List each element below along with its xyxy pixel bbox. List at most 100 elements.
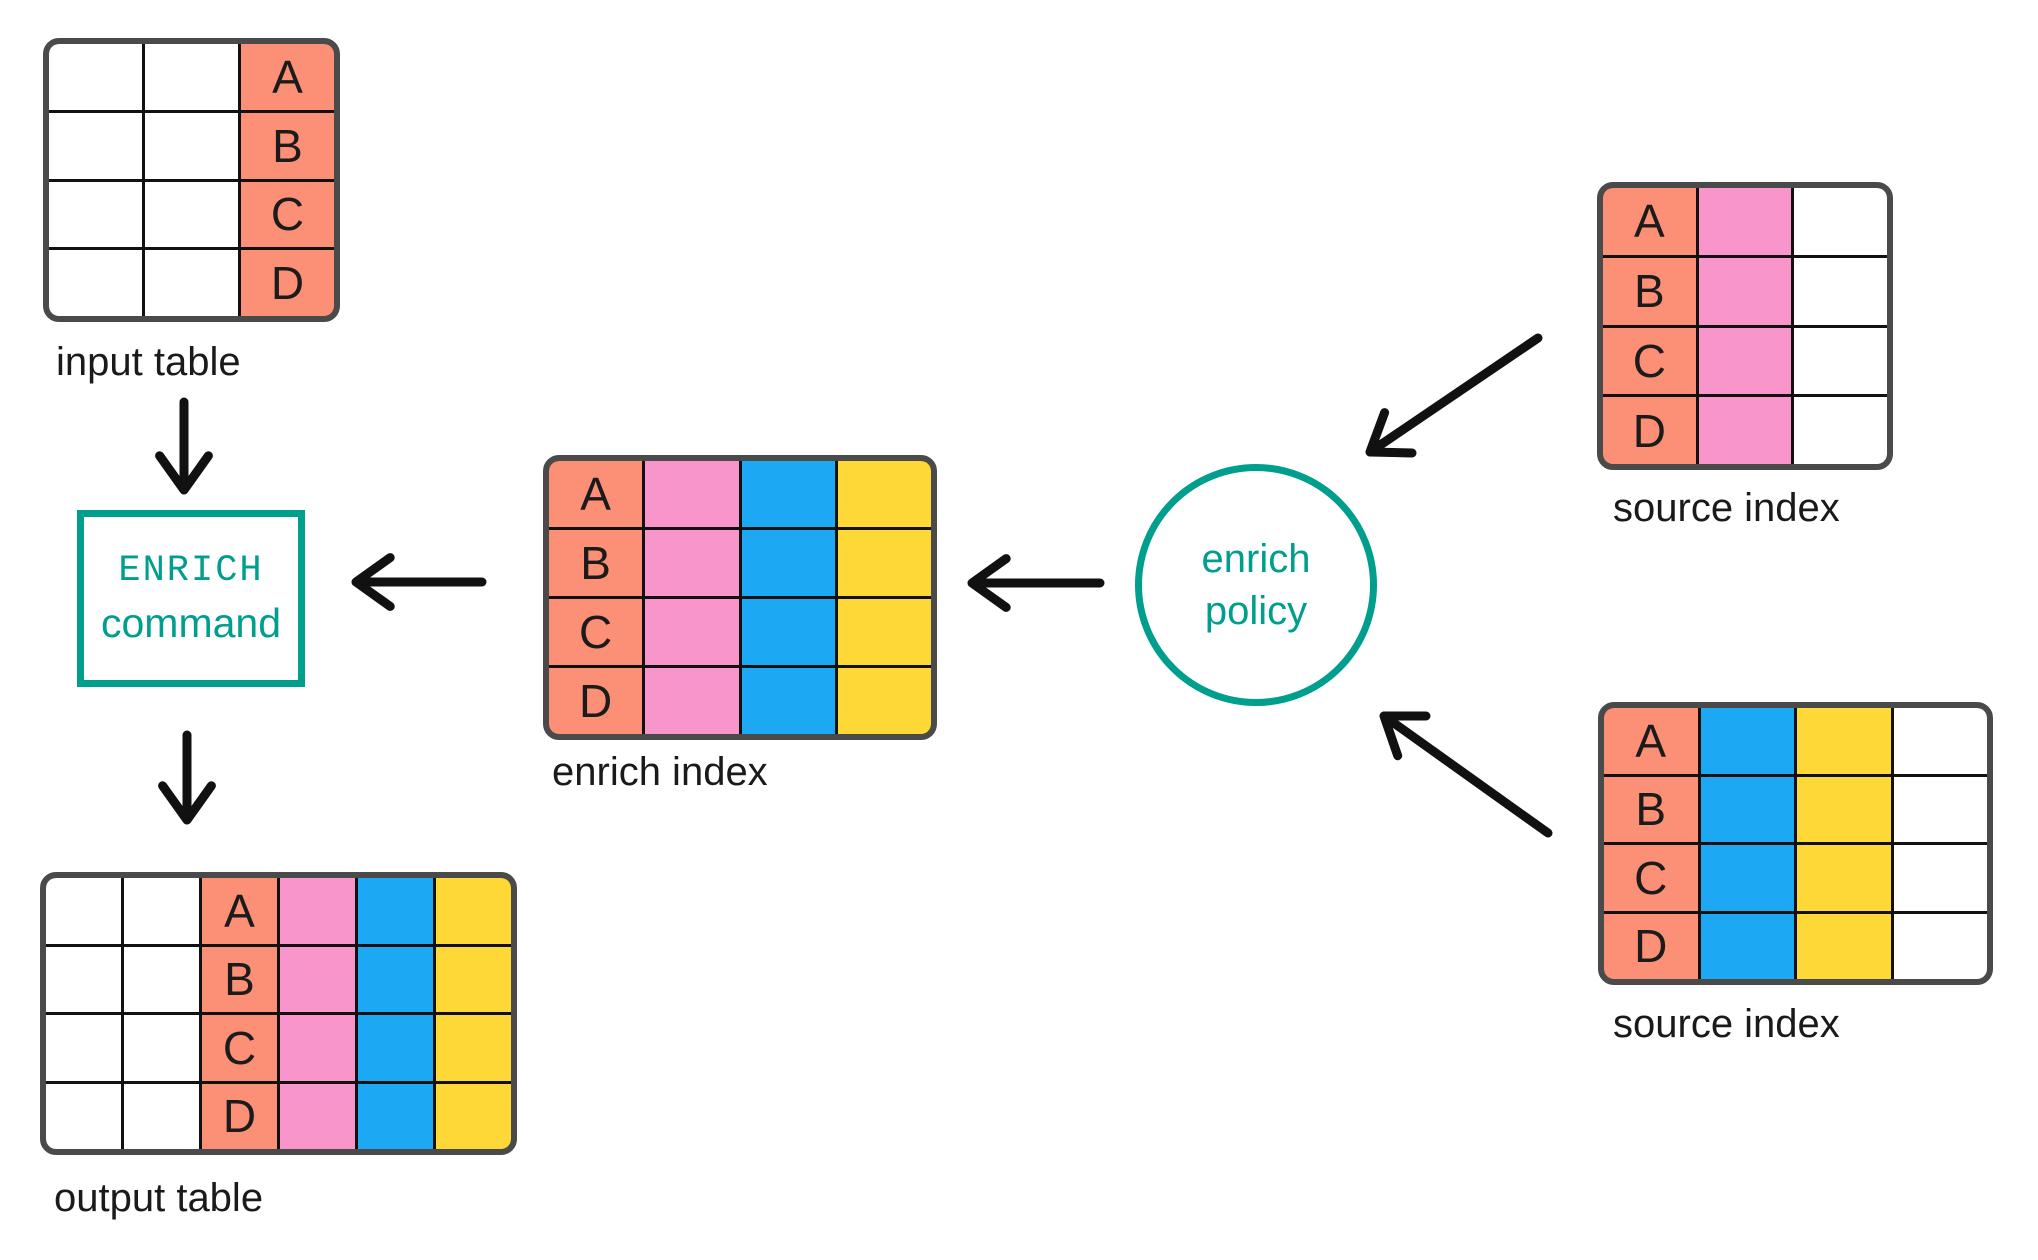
table-cell: [645, 530, 739, 596]
table-cell: [46, 1083, 121, 1149]
table-cell: [280, 1015, 355, 1081]
table-cell: [436, 878, 511, 944]
table-cell: [358, 1083, 433, 1149]
table-cell: [1797, 776, 1891, 842]
table-cell: [645, 461, 739, 527]
table-cell: [124, 878, 199, 944]
table-cell: [49, 112, 142, 179]
table-cell: A: [241, 44, 334, 110]
table-cell: B: [241, 112, 334, 179]
table-cell: [741, 461, 835, 527]
table-cell: D: [1604, 913, 1698, 979]
table-cell: [436, 946, 511, 1012]
table-cell: A: [1603, 188, 1696, 255]
table-cell: [1893, 776, 1987, 842]
table-cell: [741, 668, 835, 734]
table-cell: B: [1604, 776, 1698, 842]
table-cell: [1893, 845, 1987, 911]
arrow-source-index-bottom-to-enrich-policy: [1379, 711, 1553, 838]
table-cell: C: [241, 181, 334, 248]
table-cell: D: [1603, 397, 1696, 464]
table-cell: [741, 530, 835, 596]
source-index-top-label: source index: [1613, 486, 1840, 530]
table-cell: [49, 250, 142, 316]
table-cell: [741, 599, 835, 665]
table-cell: [145, 44, 238, 110]
table-cell: [358, 1015, 433, 1081]
table-cell: D: [241, 250, 334, 316]
table-cell: [145, 181, 238, 248]
table-cell: [1893, 708, 1987, 774]
table-cell: [1700, 913, 1794, 979]
table-cell: [1794, 397, 1887, 464]
table-cell: [124, 1015, 199, 1081]
table-cell: [645, 668, 739, 734]
table-cell: [436, 1015, 511, 1081]
enrich-policy-line1: enrich: [1201, 537, 1311, 581]
table-cell: [837, 599, 931, 665]
table-cell: [358, 878, 433, 944]
table-cell: A: [549, 461, 643, 527]
table-cell: C: [549, 599, 643, 665]
arrow-enrich-index-to-enrich-command: [351, 553, 487, 611]
table-cell: [837, 530, 931, 596]
table-cell: [645, 599, 739, 665]
table-cell: [280, 878, 355, 944]
table-cell: [49, 44, 142, 110]
table-cell: [280, 1083, 355, 1149]
table-cell: [1797, 708, 1891, 774]
table-cell: [837, 461, 931, 527]
enrich-index-label: enrich index: [552, 750, 768, 794]
table-cell: [145, 250, 238, 316]
table-cell: C: [202, 1015, 277, 1081]
table-cell: D: [549, 668, 643, 734]
source-index-bottom-label: source index: [1613, 1002, 1840, 1046]
output-table-label: output table: [54, 1176, 264, 1220]
table-cell: [837, 668, 931, 734]
table-cell: [1700, 708, 1794, 774]
table-cell: D: [202, 1083, 277, 1149]
table-cell: [1893, 913, 1987, 979]
enrich-policy-circle: enrich policy: [1135, 464, 1377, 706]
table-cell: A: [202, 878, 277, 944]
enrich-policy-line2: policy: [1204, 589, 1308, 633]
table-cell: [1698, 188, 1792, 255]
table-cell: [46, 946, 121, 1012]
arrow-source-index-top-to-enrich-policy: [1365, 333, 1543, 458]
table-cell: [145, 112, 238, 179]
table-cell: [1797, 845, 1891, 911]
arrow-enrich-policy-to-enrich-index: [967, 554, 1105, 612]
table-cell: [1700, 845, 1794, 911]
table-cell: [280, 946, 355, 1012]
table-cell: [1698, 257, 1792, 325]
table-cell: [1794, 188, 1887, 255]
table-cell: [1698, 327, 1792, 395]
table-cell: [358, 946, 433, 1012]
table-cell: C: [1604, 845, 1698, 911]
enrich-command-box: ENRICH command: [77, 510, 305, 687]
table-cell: B: [1603, 257, 1696, 325]
table-cell: [1797, 913, 1891, 979]
table-cell: A: [1604, 708, 1698, 774]
table-cell: B: [549, 530, 643, 596]
arrow-input-table-to-enrich-command: [155, 397, 213, 495]
table-cell: [46, 1015, 121, 1081]
table-cell: [124, 946, 199, 1012]
enrich-command-keyword: ENRICH: [118, 550, 264, 592]
table-cell: [46, 878, 121, 944]
input-table-label: input table: [56, 340, 241, 384]
table-cell: [1794, 257, 1887, 325]
table-cell: [124, 1083, 199, 1149]
arrow-enrich-command-to-output-table: [158, 730, 216, 825]
table-cell: C: [1603, 327, 1696, 395]
table-cell: [436, 1083, 511, 1149]
table-cell: [1794, 327, 1887, 395]
table-cell: B: [202, 946, 277, 1012]
table-cell: [49, 181, 142, 248]
